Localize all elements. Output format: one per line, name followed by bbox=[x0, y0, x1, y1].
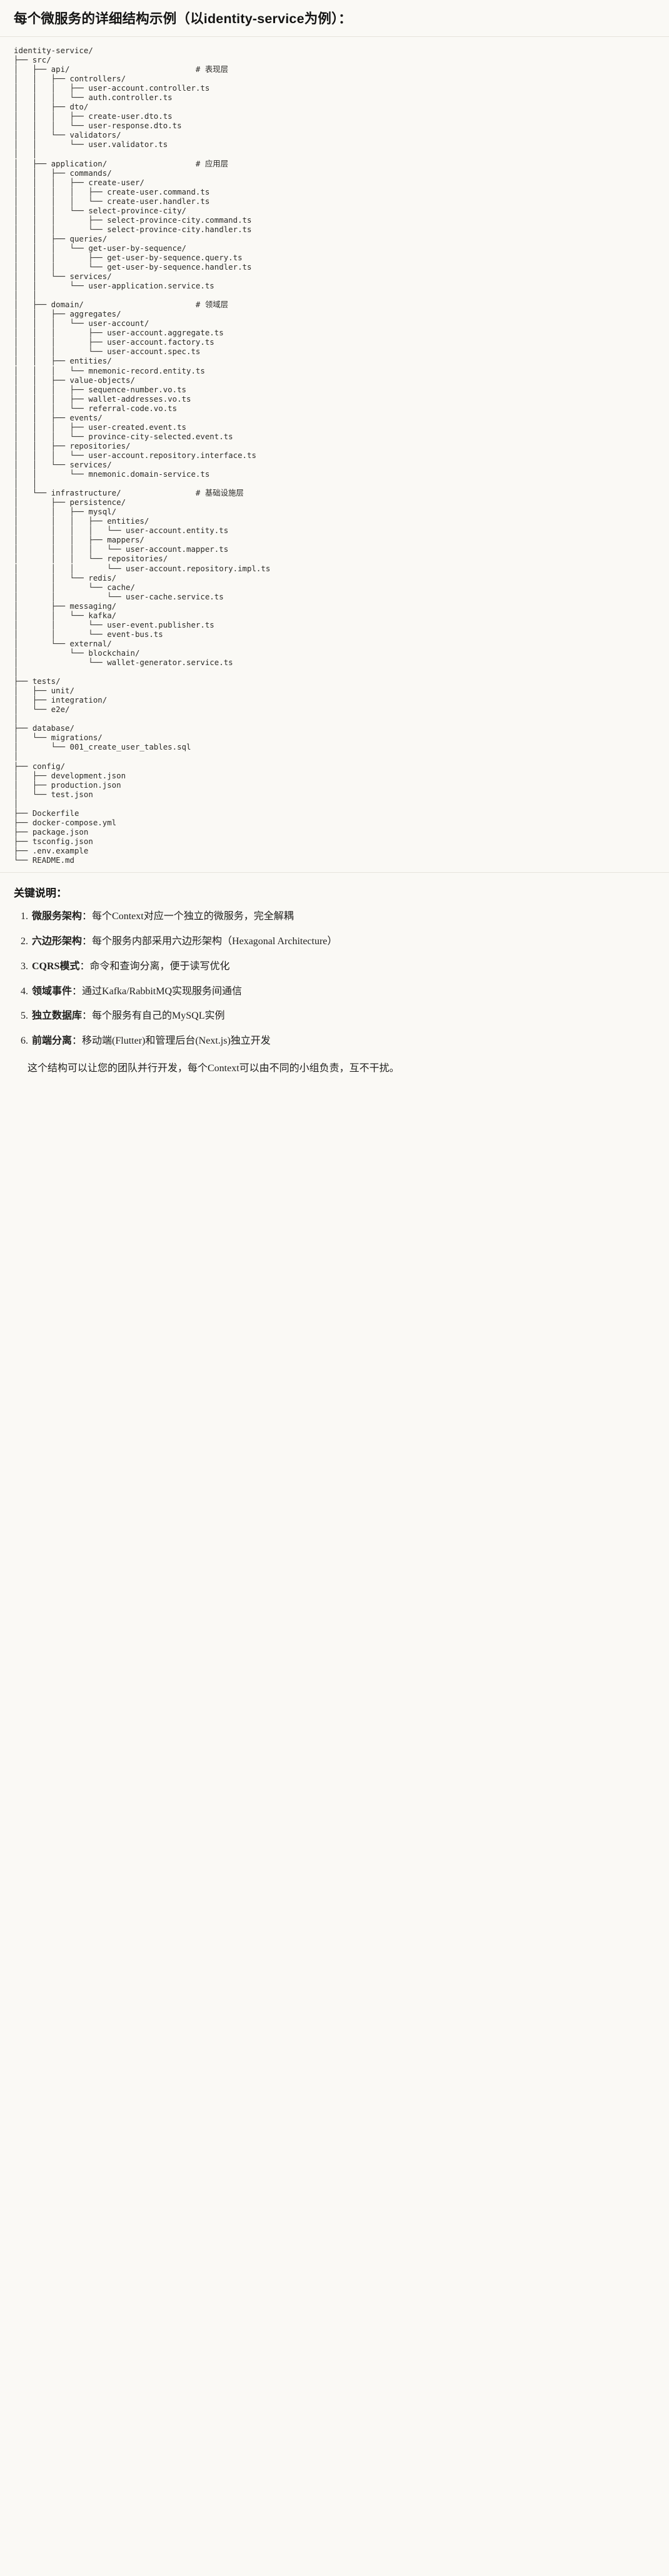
list-item: CQRS模式：命令和查询分离，便于读写优化 bbox=[31, 959, 655, 975]
note-term: CQRS模式 bbox=[32, 960, 80, 972]
note-separator: ： bbox=[82, 1011, 93, 1022]
note-body: 每个服务内部采用六边形架构（Hexagonal Architecture） bbox=[92, 935, 338, 947]
note-term: 领域事件 bbox=[32, 985, 73, 997]
key-notes-section: 关键说明： 微服务架构：每个Context对应一个独立的微服务，完全解耦 六边形… bbox=[0, 887, 669, 1092]
code-block-container: identity-service/ ├── src/ │ ├── api/ # … bbox=[0, 36, 669, 873]
note-term: 前端分离 bbox=[32, 1036, 73, 1047]
note-body: 每个Context对应一个独立的微服务，完全解耦 bbox=[92, 911, 294, 922]
page-title: 每个微服务的详细结构示例（以identity-service为例）： bbox=[14, 11, 352, 26]
list-item: 领域事件：通过Kafka/RabbitMQ实现服务间通信 bbox=[31, 984, 655, 1000]
note-separator: ： bbox=[72, 1036, 83, 1047]
note-body: 移动端(Flutter)和管理后台(Next.js)独立开发 bbox=[82, 1036, 271, 1047]
document-page: 每个微服务的详细结构示例（以identity-service为例）： ident… bbox=[0, 0, 669, 1097]
note-body: 通过Kafka/RabbitMQ实现服务间通信 bbox=[82, 985, 243, 997]
list-item: 前端分离：移动端(Flutter)和管理后台(Next.js)独立开发 bbox=[31, 1034, 655, 1049]
title-divider bbox=[0, 36, 669, 37]
content-divider bbox=[0, 872, 669, 873]
note-body: 命令和查询分离，便于读写优化 bbox=[89, 960, 230, 972]
note-body: 每个服务有自己的MySQL实例 bbox=[92, 1011, 225, 1022]
note-separator: ： bbox=[72, 985, 83, 997]
list-item: 微服务架构：每个Context对应一个独立的微服务，完全解耦 bbox=[31, 909, 655, 925]
list-item: 六边形架构：每个服务内部采用六边形架构（Hexagonal Architectu… bbox=[31, 934, 655, 950]
key-notes-list: 微服务架构：每个Context对应一个独立的微服务，完全解耦 六边形架构：每个服… bbox=[14, 909, 655, 1049]
directory-tree: identity-service/ ├── src/ │ ├── api/ # … bbox=[14, 45, 271, 865]
note-term: 独立数据库 bbox=[32, 1011, 83, 1022]
note-term: 微服务架构 bbox=[32, 911, 83, 922]
note-separator: ： bbox=[79, 960, 90, 972]
closing-paragraph: 这个结构可以让您的团队并行开发，每个Context可以由不同的小组负责，互不干扰… bbox=[28, 1062, 400, 1074]
note-separator: ： bbox=[82, 911, 93, 922]
bottom-spacer bbox=[0, 1092, 669, 1096]
note-separator: ： bbox=[82, 935, 93, 947]
list-item: 独立数据库：每个服务有自己的MySQL实例 bbox=[31, 1009, 655, 1024]
key-notes-title: 关键说明： bbox=[14, 887, 67, 900]
note-term: 六边形架构 bbox=[32, 935, 83, 947]
